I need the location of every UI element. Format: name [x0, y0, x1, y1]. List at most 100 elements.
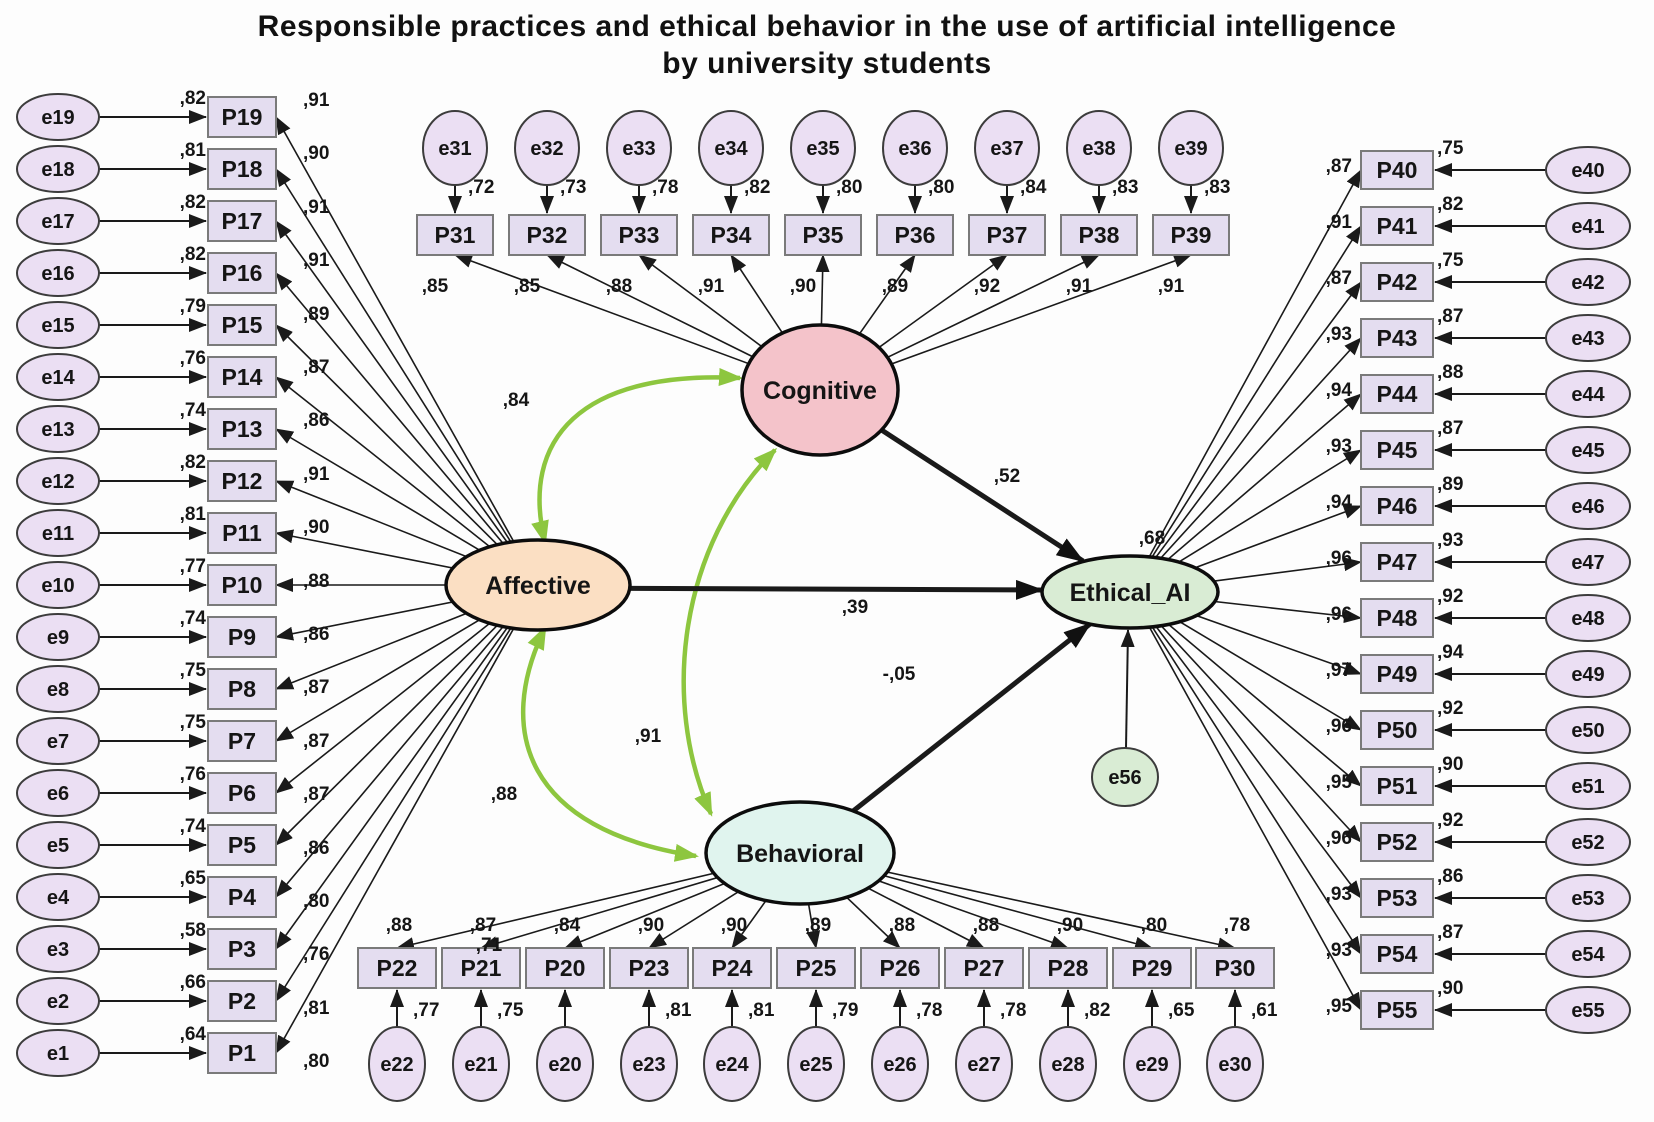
- error-ellipse-e11: [16, 509, 100, 557]
- indicator-box-P45: [1360, 430, 1434, 470]
- r2-label-P4: ,65: [180, 868, 207, 889]
- error-label-e41: e41: [1571, 216, 1604, 238]
- error-label-e5: e5: [47, 835, 69, 857]
- r2-label-P18: ,81: [180, 140, 207, 161]
- error-label-e32: e32: [530, 138, 563, 160]
- loading-label-P27: ,88: [973, 915, 999, 936]
- error-ellipse-e34: [698, 110, 764, 186]
- loading-label-P16: ,91: [303, 250, 330, 271]
- indicator-label-P1: P1: [228, 1040, 256, 1066]
- error-label-e2: e2: [47, 991, 69, 1013]
- loading-path-P2: [275, 584, 539, 1002]
- error-ellipse-e50: [1545, 706, 1631, 754]
- error-ellipse-e6: [16, 769, 100, 817]
- r2-label-P50: ,92: [1437, 698, 1463, 719]
- indicator-box-P11: [207, 512, 277, 554]
- error-ellipse-e23: [620, 1026, 678, 1102]
- error-label-e12: e12: [41, 471, 74, 493]
- error-ellipse-e42: [1545, 258, 1631, 306]
- error-ellipse-e36: [882, 110, 948, 186]
- indicator-label-P10: P10: [222, 572, 263, 598]
- indicator-box-P28: [1028, 947, 1108, 989]
- covariance-cognitive-behavioral: [681, 447, 778, 817]
- r2-label-P33: ,78: [652, 177, 678, 198]
- r2-label-P48: ,92: [1437, 586, 1463, 607]
- loading-label-P46: ,94: [1326, 492, 1353, 513]
- loading-label-P53: ,93: [1326, 884, 1352, 905]
- error-ellipse-e47: [1545, 538, 1631, 586]
- error-label-e1: e1: [47, 1043, 69, 1065]
- indicator-box-P17: [207, 200, 277, 242]
- indicator-label-P21: P21: [461, 955, 502, 981]
- path-label-cognitive-to-ethical: ,52: [994, 466, 1020, 487]
- error-label-e3: e3: [47, 939, 69, 961]
- indicator-label-P12: P12: [222, 468, 263, 494]
- loading-path-P15: [275, 324, 539, 586]
- diagram-title-line1: Responsible practices and ethical behavi…: [257, 10, 1397, 43]
- error-ellipse-e49: [1545, 650, 1631, 698]
- error-label-e52: e52: [1571, 832, 1604, 854]
- error-label-e33: e33: [622, 138, 655, 160]
- r2-label-P14: ,76: [180, 348, 206, 369]
- indicator-box-P2: [207, 980, 277, 1022]
- indicator-label-P6: P6: [228, 780, 256, 806]
- indicator-label-P33: P33: [619, 222, 660, 248]
- error-label-e22: e22: [380, 1054, 413, 1076]
- loading-label-P30: ,78: [1224, 915, 1250, 936]
- indicator-box-P12: [207, 460, 277, 502]
- r2-label-P21: ,75: [497, 1000, 524, 1021]
- error-label-e18: e18: [41, 159, 74, 181]
- indicator-box-P32: [508, 214, 586, 256]
- indicator-label-P30: P30: [1215, 955, 1256, 981]
- latent-behavioral-ellipse: [704, 800, 896, 906]
- error-label-e42: e42: [1571, 272, 1604, 294]
- r2-label-P6: ,76: [180, 764, 206, 785]
- loading-path-P18: [275, 168, 539, 586]
- indicator-box-P35: [784, 214, 862, 256]
- error-ellipse-e41: [1545, 202, 1631, 250]
- indicator-box-P24: [692, 947, 772, 989]
- r2-label-P8: ,75: [180, 660, 207, 681]
- latent-ethical_ai-label: Ethical_AI: [1070, 579, 1191, 607]
- indicator-label-P48: P48: [1377, 605, 1418, 631]
- r2-label-P51: ,90: [1437, 754, 1463, 775]
- loading-label-P44: ,94: [1326, 380, 1353, 401]
- indicator-label-P24: P24: [712, 955, 753, 981]
- r2-label-P30: ,61: [1251, 1000, 1278, 1021]
- loading-path-P16: [275, 272, 539, 586]
- loading-label-P48: ,96: [1326, 604, 1352, 625]
- error-label-e11: e11: [42, 523, 74, 545]
- indicator-label-P37: P37: [987, 222, 1028, 248]
- indicator-box-P5: [207, 824, 277, 866]
- loading-label-P49: ,97: [1326, 660, 1352, 681]
- indicator-box-P4: [207, 876, 277, 918]
- error-ellipse-e12: [16, 457, 100, 505]
- error-ellipse-e22: [368, 1026, 426, 1102]
- indicator-label-P34: P34: [711, 222, 752, 248]
- error-label-e40: e40: [1571, 160, 1604, 182]
- r2-label-P36: ,80: [928, 177, 954, 198]
- error-ellipse-e35: [790, 110, 856, 186]
- indicator-box-P22: [357, 947, 437, 989]
- loading-label-P15: ,89: [303, 304, 329, 325]
- error-ellipse-e1: [16, 1029, 100, 1077]
- error-label-e17: e17: [41, 211, 74, 233]
- r2-label-P42: ,75: [1437, 250, 1464, 271]
- r2-label-P12: ,82: [180, 452, 206, 473]
- loading-label-P47: ,96: [1326, 548, 1352, 569]
- indicator-label-P55: P55: [1377, 997, 1418, 1023]
- indicator-label-P20: P20: [545, 955, 586, 981]
- r2-label-P26: ,78: [916, 1000, 942, 1021]
- loading-label-P13: ,86: [303, 410, 329, 431]
- path-label-behavioral-to-ethical: -,05: [883, 664, 916, 685]
- error-ellipse-e19: [16, 93, 100, 141]
- indicator-box-P16: [207, 252, 277, 294]
- indicator-box-P44: [1360, 374, 1434, 414]
- loading-label-P39: ,91: [1158, 276, 1185, 297]
- r2-label-P7: ,75: [180, 712, 207, 733]
- error-ellipse-e38: [1066, 110, 1132, 186]
- loading-path-P3: [275, 584, 539, 950]
- indicator-label-P14: P14: [222, 364, 263, 390]
- r2-label-P3: ,58: [180, 920, 206, 941]
- error-label-e39: e39: [1174, 138, 1207, 160]
